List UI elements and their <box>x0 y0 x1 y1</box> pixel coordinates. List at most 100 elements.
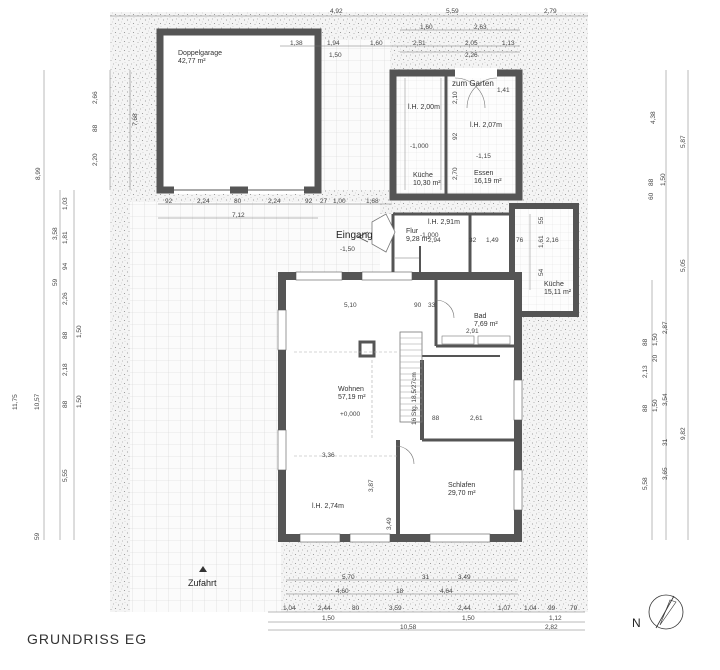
dim-bottom: 3,59 <box>389 605 402 612</box>
dim-left: 5,55 <box>62 469 69 482</box>
dim-right: 88 <box>648 178 655 186</box>
dim-bottom: 1,12 <box>549 615 562 622</box>
north-arrow-circle <box>648 594 684 630</box>
entrance-label: Eingang <box>336 230 373 241</box>
driveway-arrow <box>199 566 207 572</box>
dim-top: 2,63 <box>474 24 487 31</box>
essen-label: Essen 16,19 m² <box>474 170 502 185</box>
garage-label: Doppelgarage 42,77 m² <box>178 50 222 66</box>
dim-bottom: 10,58 <box>400 624 417 631</box>
dim-left: 7,68 <box>132 113 139 126</box>
driveway-label: Zufahrt <box>188 578 217 588</box>
flur-height: l.H. 2,91m <box>428 219 460 226</box>
schlafen-label: Schlafen 29,70 m² <box>448 482 476 497</box>
dim-bottom: 5,70 <box>342 574 355 581</box>
dim-left: 59 <box>52 278 59 286</box>
dim-top: 2,26 <box>465 52 478 59</box>
dim-bottom: 1,04 <box>524 605 537 612</box>
dim-garage: 92 <box>305 198 313 205</box>
dim-bottom: 1,50 <box>462 615 475 622</box>
dim-inner: 3,49 <box>386 517 393 530</box>
dim-left: 1,03 <box>62 197 69 210</box>
level-mark: -1,15 <box>476 153 491 160</box>
dim-top: 2,79 <box>544 8 557 15</box>
dim-inner: 32 <box>469 237 477 244</box>
dim-left: 3,58 <box>52 227 59 240</box>
dim-top: 1,60 <box>370 40 383 47</box>
dim-left: 11,75 <box>12 394 19 410</box>
dim-left: 8,99 <box>35 167 42 180</box>
dim-top: 5,59 <box>446 8 459 15</box>
dim-bottom: 99 <box>548 605 556 612</box>
dim-right: 2,87 <box>662 321 669 334</box>
level-mark: 1,41 <box>497 87 510 94</box>
flur-label: Flur 9,28 m² <box>406 228 430 243</box>
dim-inner: 5,10 <box>344 302 357 309</box>
dim-inner: 3,36 <box>322 452 335 459</box>
dim-right: 88 <box>642 404 649 412</box>
kueche1-height: l.H. 2,00m <box>408 104 440 111</box>
dim-left: 2,18 <box>62 363 69 376</box>
dim-inner: 76 <box>516 237 524 244</box>
dim-garage-total: 7,12 <box>232 212 245 219</box>
dim-bottom: 18 <box>396 588 404 595</box>
dim-right: 31 <box>662 438 669 446</box>
garage-area: 42,77 m² <box>178 58 206 65</box>
essen-height: l.H. 2,07m <box>470 122 502 129</box>
dim-inner: 55 <box>538 216 545 224</box>
dim-left: 2,20 <box>92 153 99 166</box>
dim-right: 3,54 <box>662 393 669 406</box>
dim-right: 2,13 <box>642 365 649 378</box>
dim-top: 1,50 <box>329 52 342 59</box>
dim-bottom: 31 <box>422 574 430 581</box>
dim-bottom: 1,50 <box>322 615 335 622</box>
dim-bottom: 1,04 <box>283 605 296 612</box>
dim-inner: 88 <box>432 415 440 422</box>
level-mark: -1,50 <box>340 246 355 253</box>
dim-right: 5,05 <box>680 259 687 272</box>
stair-note: 16 Stg. 18,5/27cm <box>411 372 418 425</box>
dim-garage: 80 <box>234 198 242 205</box>
dim-left: 10,57 <box>34 393 41 410</box>
dim-left: 2,66 <box>92 91 99 104</box>
dim-left: 88 <box>92 124 99 132</box>
dim-garage: 27 <box>320 198 328 205</box>
dim-inner: 3,87 <box>368 479 375 492</box>
garden-label: zum Garten <box>452 79 494 88</box>
dim-left: 1,81 <box>62 231 69 244</box>
dim-left: 88 <box>62 400 69 408</box>
dim-right: 1,50 <box>652 399 659 412</box>
dim-bottom: 1,07 <box>498 605 511 612</box>
plan-title: GRUNDRISS EG <box>27 631 148 647</box>
dim-top: 1,60 <box>420 24 433 31</box>
dim-right: 4,38 <box>650 111 657 124</box>
dim-right: 3,65 <box>662 467 669 480</box>
dim-left: 1,50 <box>76 325 83 338</box>
north-label: N <box>632 616 641 630</box>
dim-top: 2,05 <box>465 40 478 47</box>
dim-right: 5,87 <box>680 135 687 148</box>
dim-inner: 1,61 <box>538 235 545 248</box>
dim-left: 59 <box>34 532 41 540</box>
dim-inner: 2,91 <box>466 328 479 335</box>
kueche1-label: Küche 10,30 m² <box>413 172 441 187</box>
level-mark: -1,000 <box>420 232 439 239</box>
dim-right: 60 <box>648 192 655 200</box>
dim-garage: 92 <box>165 198 173 205</box>
dim-left: 94 <box>62 262 69 270</box>
level-mark: +0,000 <box>340 411 361 418</box>
dim-inner: 92 <box>452 132 459 140</box>
dim-right: 1,50 <box>660 173 667 186</box>
dim-top: 1,94 <box>327 40 340 47</box>
dim-inner: 90 <box>414 302 422 309</box>
dim-inner: 2,70 <box>452 167 459 180</box>
dim-inner: 1,49 <box>486 237 499 244</box>
dim-garage: 1,68 <box>366 198 379 205</box>
garage-name: Doppelgarage <box>178 50 222 57</box>
kueche2-label: Küche 15,11 m² <box>544 281 572 296</box>
dim-top: 4,92 <box>330 8 343 15</box>
dim-top: 2,51 <box>413 40 426 47</box>
dim-left: 2,26 <box>62 292 69 305</box>
